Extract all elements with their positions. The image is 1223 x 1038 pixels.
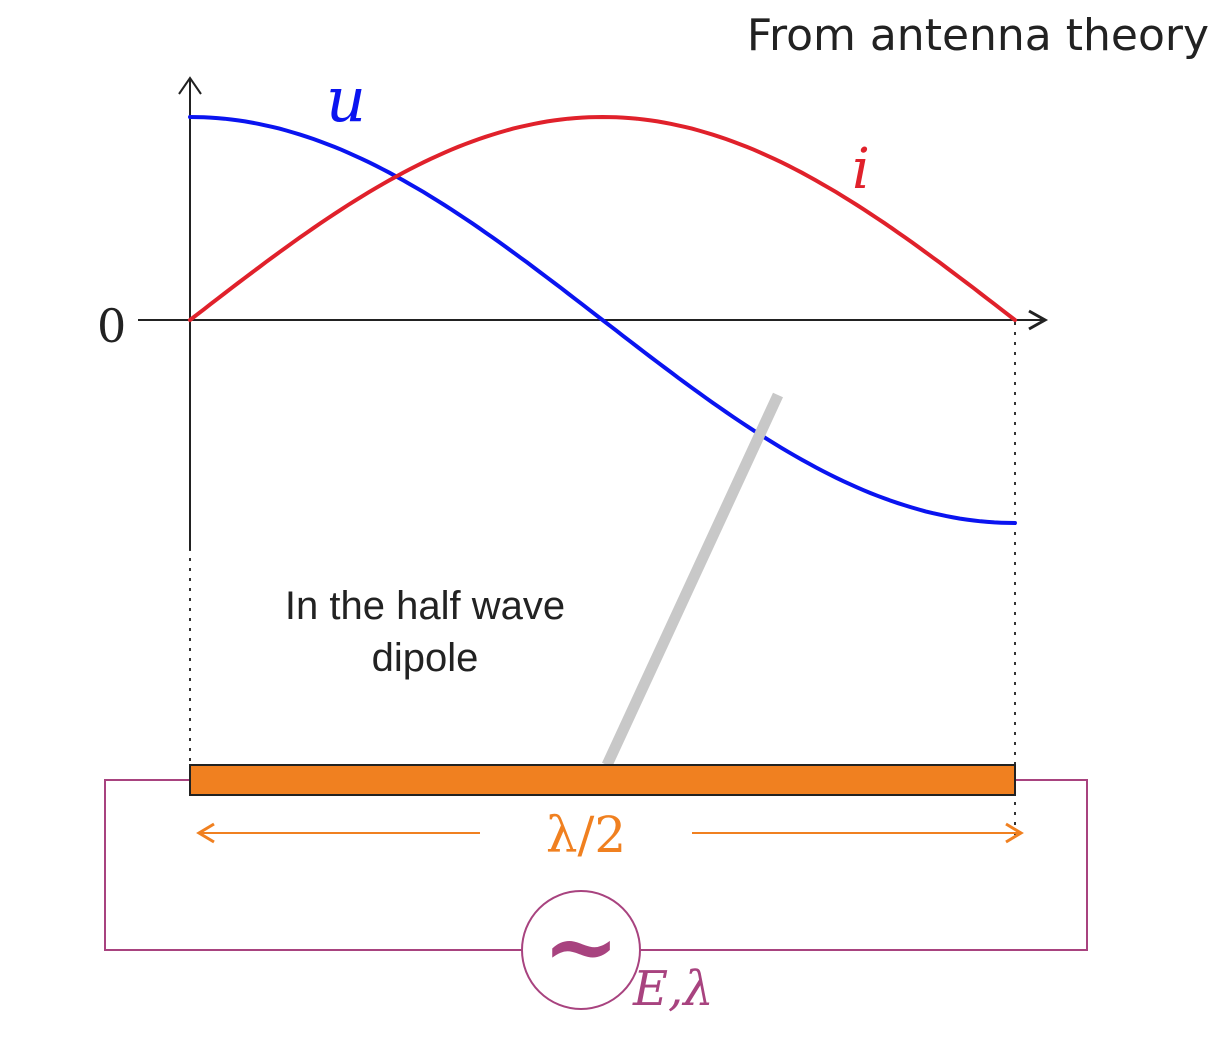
pointer-line bbox=[602, 392, 783, 768]
voltage-curve bbox=[188, 115, 1017, 525]
voltage-label: u bbox=[326, 63, 366, 136]
ac-source-circle bbox=[521, 890, 641, 1010]
y-axis-arrowhead bbox=[178, 76, 202, 95]
dipole-bar bbox=[189, 764, 1016, 796]
length-arrow-left-head bbox=[196, 822, 215, 844]
current-label: i bbox=[852, 137, 870, 202]
length-label: λ/2 bbox=[546, 806, 626, 864]
caption-line-2: dipole bbox=[371, 636, 479, 680]
caption-line-1: In the half wave bbox=[284, 584, 566, 628]
header-title: From antenna theory bbox=[746, 10, 1209, 61]
origin-label: 0 bbox=[97, 299, 126, 353]
ac-source-icon: ~ bbox=[542, 892, 619, 1000]
length-arrow-right-head bbox=[1005, 822, 1024, 844]
caption: In the half wave dipole bbox=[245, 580, 605, 684]
source-label: E,λ bbox=[632, 961, 714, 1017]
x-axis-arrowhead bbox=[1028, 309, 1049, 331]
current-curve bbox=[188, 114, 1017, 322]
